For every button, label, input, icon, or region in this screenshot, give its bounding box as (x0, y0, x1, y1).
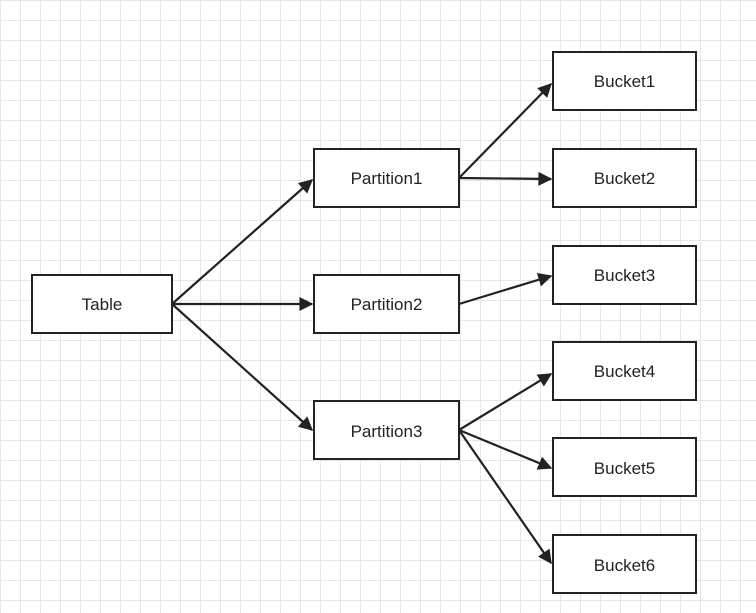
edge-table-partition3 (171, 303, 314, 431)
node-bucket6: Bucket6 (552, 534, 697, 594)
node-partition2-label: Partition2 (351, 295, 423, 314)
node-table: Table (31, 274, 173, 334)
node-bucket2-label: Bucket2 (594, 169, 655, 188)
node-bucket6-label: Bucket6 (594, 556, 655, 575)
node-partition3: Partition3 (313, 400, 460, 460)
node-bucket3: Bucket3 (552, 245, 697, 305)
node-partition3-label: Partition3 (351, 422, 423, 441)
edge-partition3-bucket6 (458, 429, 552, 565)
node-table-label: Table (82, 295, 123, 314)
edge-partition1-bucket2 (458, 171, 553, 186)
node-partition1-label: Partition1 (351, 169, 423, 188)
node-partition2: Partition2 (313, 274, 460, 334)
edge-partition1-bucket1 (458, 82, 552, 179)
node-bucket4-label: Bucket4 (594, 362, 655, 381)
node-bucket3-label: Bucket3 (594, 266, 655, 285)
node-bucket5-label: Bucket5 (594, 459, 655, 478)
node-bucket5: Bucket5 (552, 437, 697, 497)
node-bucket1-label: Bucket1 (594, 72, 655, 91)
node-bucket4: Bucket4 (552, 341, 697, 401)
edge-partition2-bucket3 (458, 272, 553, 306)
edge-partition3-bucket5 (458, 428, 553, 470)
edge-table-partition1 (171, 179, 314, 305)
node-bucket1: Bucket1 (552, 51, 697, 111)
node-bucket2: Bucket2 (552, 148, 697, 208)
edge-partition3-bucket4 (458, 373, 553, 431)
node-partition1: Partition1 (313, 148, 460, 208)
